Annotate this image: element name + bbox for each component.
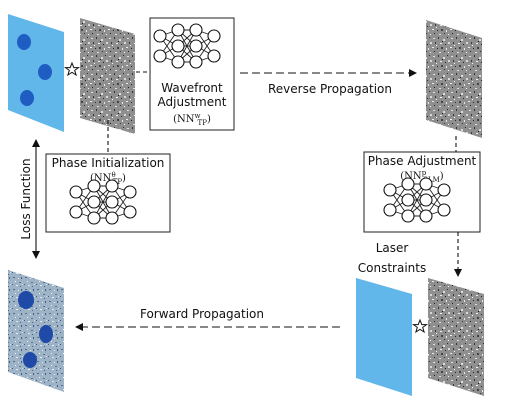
- nn-node: [419, 177, 433, 191]
- nn-node: [207, 29, 221, 43]
- hologram-bottom-right: [428, 278, 484, 396]
- nn-node: [153, 29, 167, 43]
- laser-plane: [356, 278, 412, 396]
- hologram-top-right: [426, 20, 482, 138]
- nn-node: [383, 183, 397, 197]
- nn-node: [419, 193, 433, 207]
- nn-node: [153, 49, 167, 63]
- nn-node: [69, 185, 83, 199]
- nn-node: [189, 55, 203, 69]
- hologram-top-left: [80, 18, 135, 134]
- nn-node: [123, 185, 137, 199]
- nn-node: [105, 195, 119, 209]
- nn-node: [87, 179, 101, 193]
- reverse-propagation-label: Reverse Propagation: [268, 82, 392, 96]
- laser-label-line2: Constraints: [358, 261, 426, 275]
- nn-node: [87, 195, 101, 209]
- nn-node: [401, 193, 415, 207]
- target-plane: [8, 14, 64, 132]
- neural-net-icon: [383, 177, 451, 223]
- neural-net-icon: [69, 179, 137, 225]
- phase-adjust-title: Phase Adjustment: [368, 154, 477, 168]
- laser-label-line1: Laser: [376, 241, 409, 255]
- nn-node: [383, 203, 397, 217]
- star-icon: [63, 61, 81, 77]
- nn-node: [189, 39, 203, 53]
- nn-node: [207, 49, 221, 63]
- nn-node: [105, 211, 119, 225]
- reconstructed-plane: [8, 270, 64, 392]
- nn-node: [401, 177, 415, 191]
- nn-node: [437, 183, 451, 197]
- loss-function-label: Loss Function: [19, 158, 33, 239]
- nn-node: [171, 39, 185, 53]
- wavefront-label-line2: Adjustment: [158, 95, 227, 109]
- nn-node: [437, 203, 451, 217]
- nn-node: [69, 205, 83, 219]
- nn-node: [401, 209, 415, 223]
- nn-node: [123, 205, 137, 219]
- forward-propagation-label: Forward Propagation: [140, 307, 264, 321]
- nn-node: [419, 209, 433, 223]
- nn-node: [171, 23, 185, 37]
- wavefront-label-line1: Wavefront: [161, 81, 223, 95]
- star-icon: [411, 318, 429, 334]
- nn-node: [87, 211, 101, 225]
- nn-node: [105, 179, 119, 193]
- nn-node: [171, 55, 185, 69]
- nn-node: [189, 23, 203, 37]
- neural-net-icon: [153, 23, 221, 69]
- phase-init-title: Phase Initialization: [52, 156, 165, 170]
